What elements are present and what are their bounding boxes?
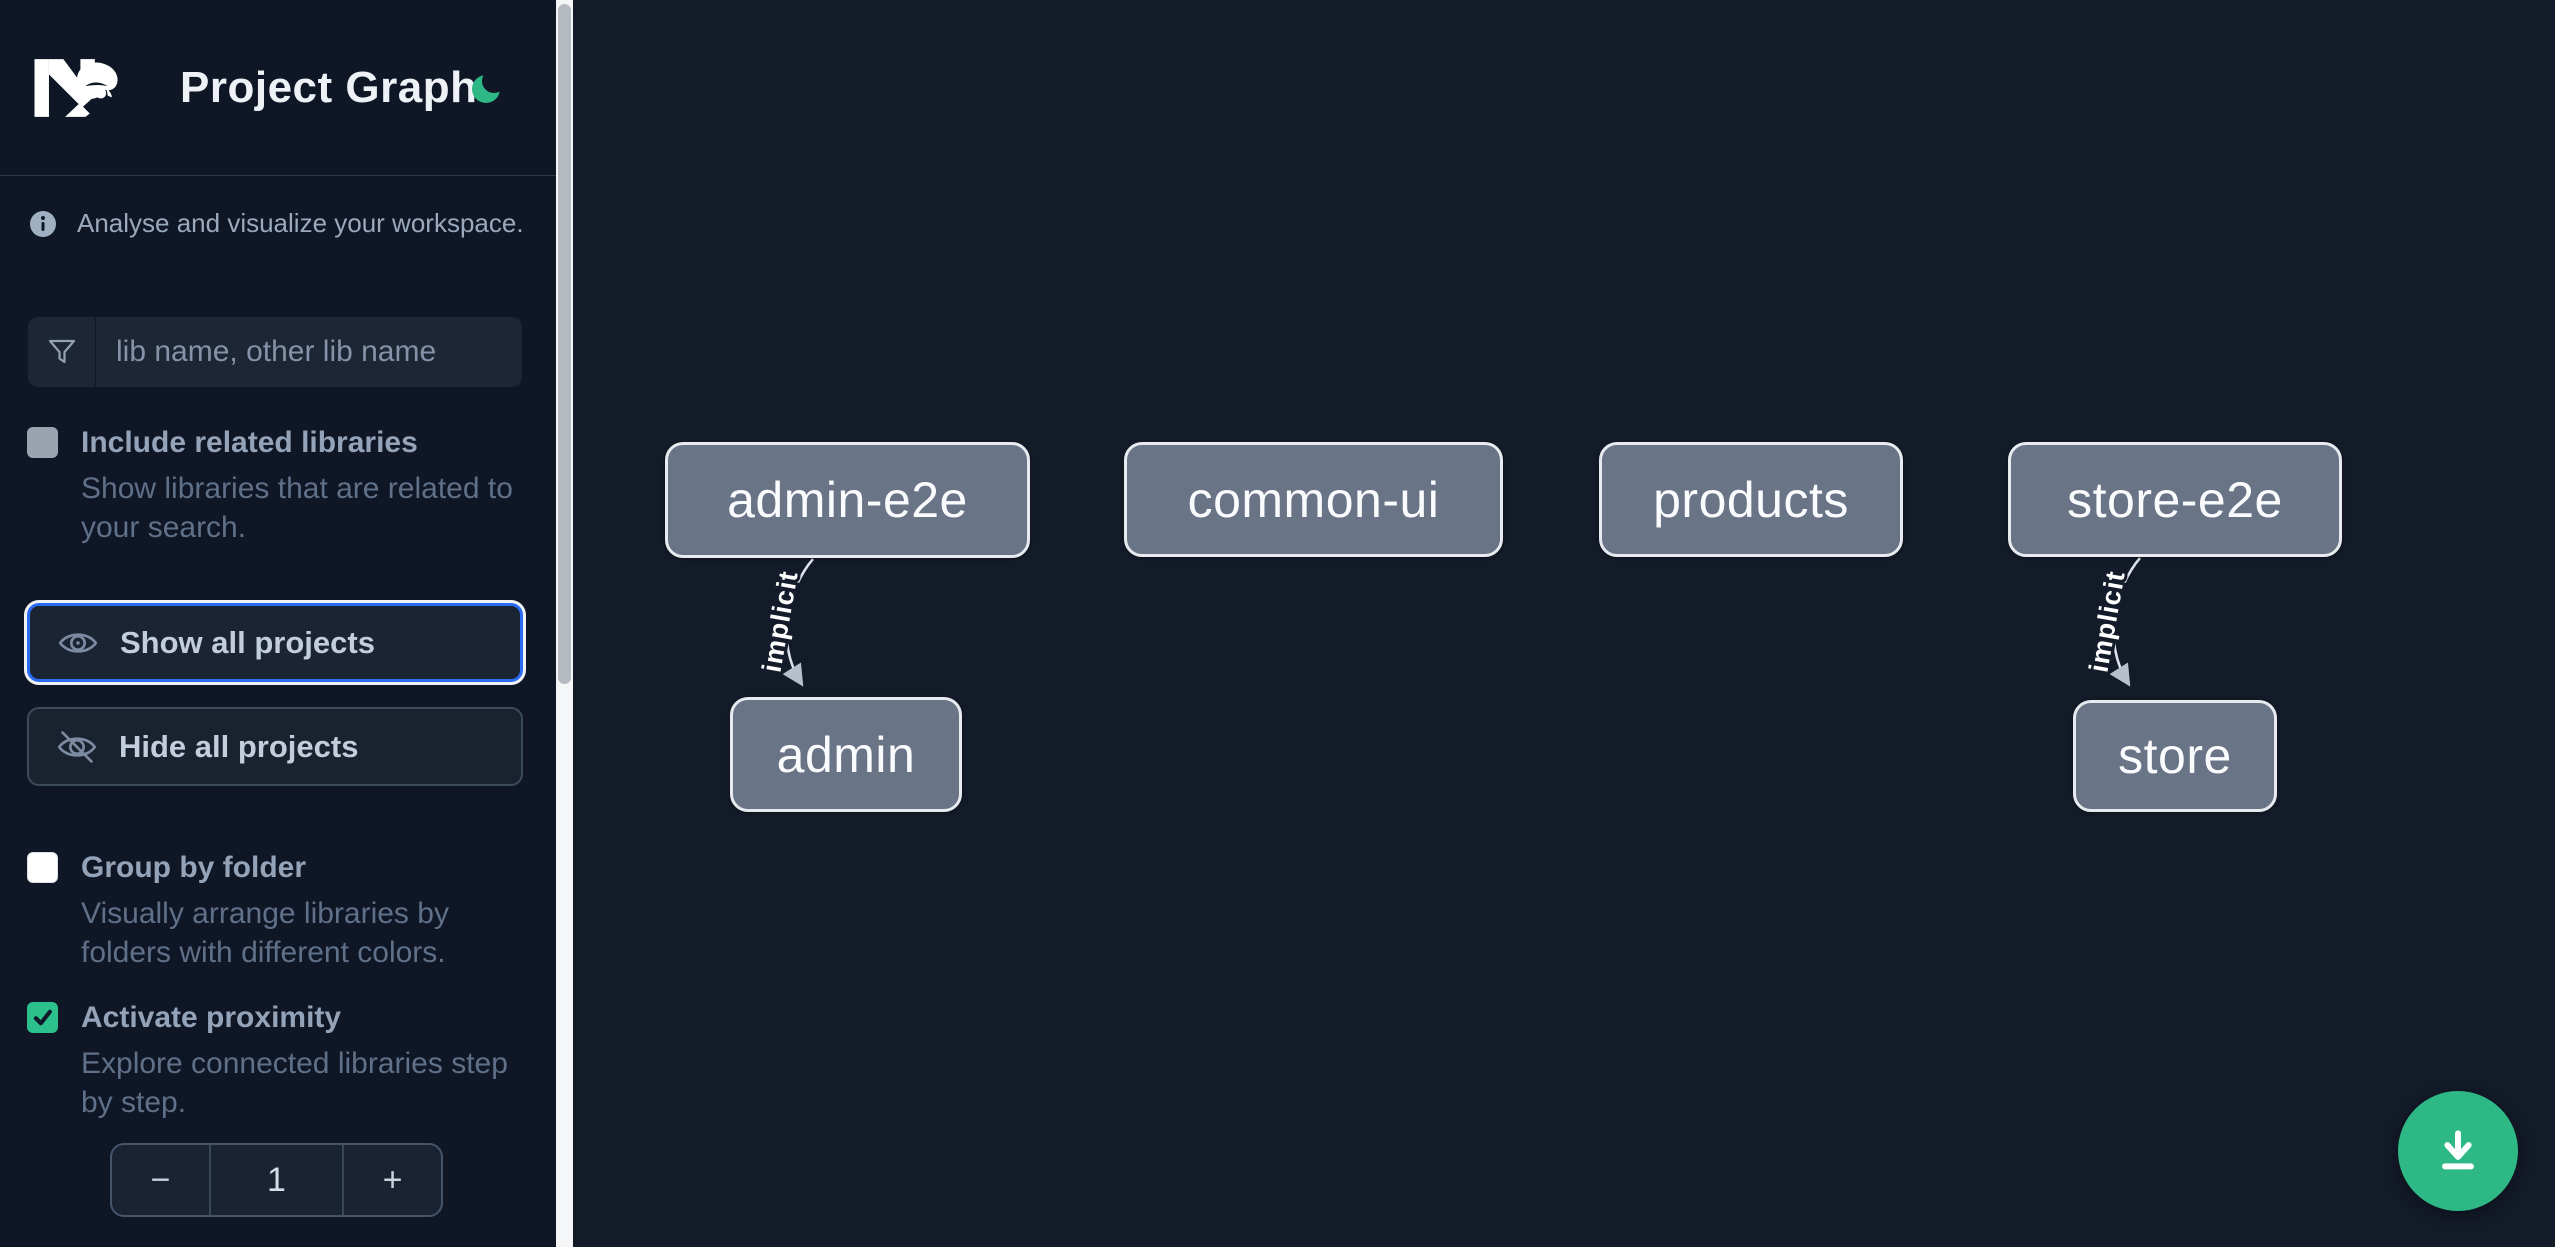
filter-input[interactable]	[96, 319, 522, 385]
info-icon	[30, 210, 56, 237]
graph-node-store[interactable]: store	[2073, 700, 2277, 812]
hide-all-projects-button[interactable]: Hide all projects	[27, 707, 523, 786]
show-all-projects-label: Show all projects	[120, 624, 375, 660]
sidebar-scrollbar-track	[556, 0, 573, 1247]
proximity-depth-stepper: − 1 +	[110, 1143, 443, 1217]
proximity-depth-value: 1	[209, 1145, 344, 1215]
activate-proximity-label[interactable]: Activate proximity	[81, 1001, 342, 1034]
group-by-folder-description: Visually arrange libraries by folders wi…	[81, 897, 449, 969]
increment-button[interactable]: +	[382, 1160, 403, 1199]
toggle-include-related: Include related libraries Show libraries…	[27, 425, 527, 547]
tagline-text: Analyse and visualize your workspace.	[77, 208, 524, 238]
sidebar-scrollbar-thumb[interactable]	[558, 4, 571, 684]
include-related-label[interactable]: Include related libraries	[81, 426, 418, 459]
nx-logo	[34, 59, 118, 117]
group-by-folder-label[interactable]: Group by folder	[81, 851, 306, 884]
show-all-projects-button[interactable]: Show all projects	[27, 603, 523, 682]
toggle-activate-proximity: Activate proximity Explore connected lib…	[27, 1000, 527, 1122]
activate-proximity-description: Explore connected libraries step by step…	[81, 1047, 508, 1119]
page-title: Project Graph	[180, 63, 478, 112]
tagline-row: Analyse and visualize your workspace.	[30, 208, 530, 239]
sidebar: Project Graph Analyse and visualize your…	[0, 0, 556, 1247]
decrement-button[interactable]: −	[150, 1160, 171, 1199]
graph-node-common-ui[interactable]: common-ui	[1124, 442, 1503, 557]
graph-canvas[interactable]	[573, 0, 2555, 1247]
eye-icon	[58, 632, 98, 653]
include-related-checkbox[interactable]	[27, 427, 58, 458]
toggle-group-by-folder: Group by folder Visually arrange librari…	[27, 850, 527, 972]
activate-proximity-checkbox[interactable]	[27, 1002, 58, 1033]
hide-all-projects-label: Hide all projects	[119, 728, 359, 764]
checkmark-icon	[33, 1009, 52, 1026]
eye-off-icon	[57, 730, 97, 763]
funnel-icon	[28, 317, 96, 387]
group-by-folder-checkbox[interactable]	[27, 852, 58, 883]
graph-node-store-e2e[interactable]: store-e2e	[2008, 442, 2342, 557]
include-related-description: Show libraries that are related to your …	[81, 472, 513, 544]
graph-node-admin[interactable]: admin	[730, 697, 962, 812]
download-image-button[interactable]	[2398, 1091, 2518, 1211]
graph-node-products[interactable]: products	[1599, 442, 1903, 557]
graph-node-admin-e2e[interactable]: admin-e2e	[665, 442, 1030, 558]
download-icon	[2442, 1130, 2474, 1170]
sidebar-header: Project Graph	[0, 0, 556, 176]
moon-icon[interactable]	[470, 70, 506, 106]
filter-box	[28, 317, 522, 387]
